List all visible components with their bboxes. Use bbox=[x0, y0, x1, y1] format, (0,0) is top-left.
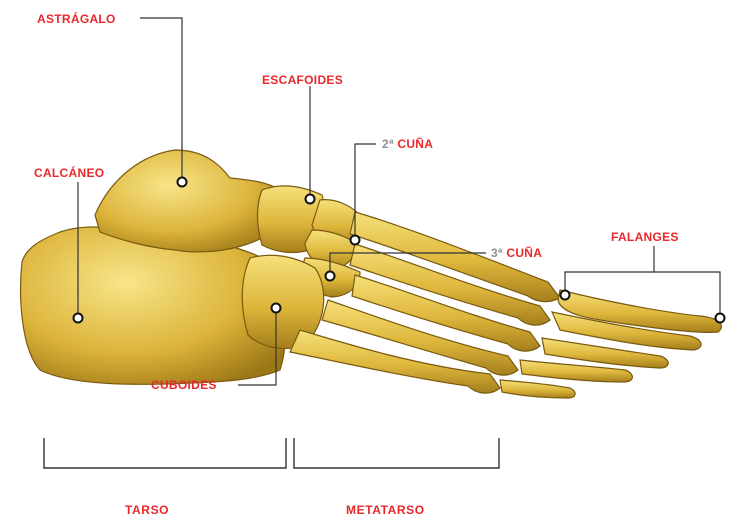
label-cuboides: CUBOIDES bbox=[151, 378, 217, 392]
group-label-tarso: TARSO bbox=[125, 503, 169, 517]
bones bbox=[21, 150, 722, 398]
group-brackets bbox=[44, 438, 499, 468]
label-tercera-cuna: 3ª CUÑA bbox=[491, 246, 542, 260]
label-segunda-cuna-text: CUÑA bbox=[397, 137, 433, 151]
tarso-bracket bbox=[44, 438, 286, 468]
label-tercera-cuna-text: CUÑA bbox=[506, 246, 542, 260]
dot-segunda-cuna bbox=[351, 236, 360, 245]
talus-bone bbox=[95, 150, 281, 252]
label-escafoides: ESCAFOIDES bbox=[262, 73, 343, 87]
dot-falanges-1 bbox=[561, 291, 570, 300]
dot-calcaneo bbox=[74, 314, 83, 323]
label-segunda-cuna: 2ª CUÑA bbox=[382, 137, 433, 151]
label-calcaneo: CALCÁNEO bbox=[34, 166, 104, 180]
leader-falanges-left bbox=[565, 246, 654, 294]
label-segunda-cuna-ordinal: 2ª bbox=[382, 137, 394, 151]
label-falanges: FALANGES bbox=[611, 230, 679, 244]
label-tercera-cuna-ordinal: 3ª bbox=[491, 246, 503, 260]
phalanx-5 bbox=[500, 380, 575, 398]
dot-astragalo bbox=[178, 178, 187, 187]
metatarso-bracket bbox=[294, 438, 499, 468]
dot-falanges-2 bbox=[716, 314, 725, 323]
dot-tercera-cuna bbox=[326, 272, 335, 281]
dot-cuboides bbox=[272, 304, 281, 313]
group-label-metatarso: METATARSO bbox=[346, 503, 425, 517]
label-astragalo: ASTRÁGALO bbox=[37, 12, 116, 26]
dot-escafoides bbox=[306, 195, 315, 204]
